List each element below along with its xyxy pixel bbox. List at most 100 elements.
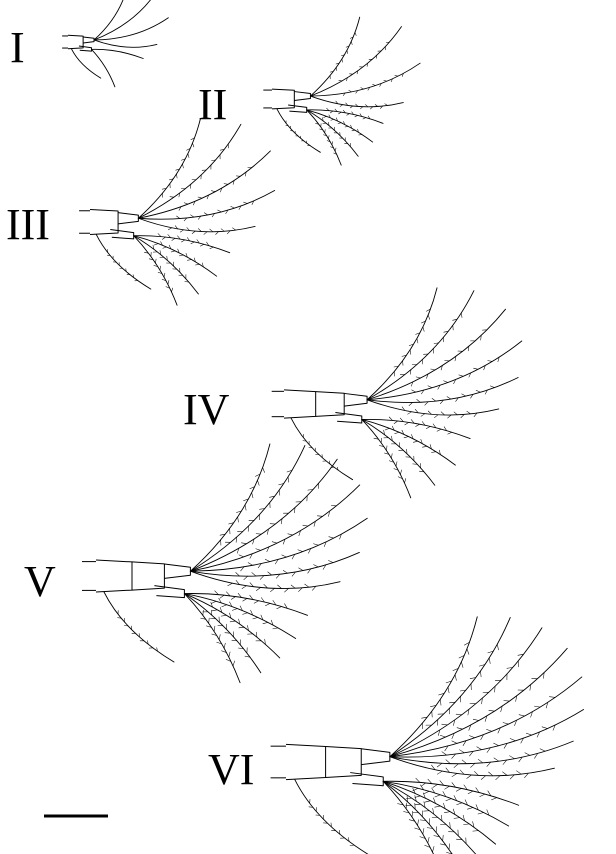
setule [354, 115, 358, 118]
seta [309, 16, 361, 97]
setule [330, 146, 334, 149]
setule [255, 631, 258, 638]
setule [495, 775, 501, 780]
setule [403, 436, 409, 439]
seta [91, 48, 116, 88]
setule [393, 365, 399, 368]
setule [238, 205, 242, 210]
setule [252, 538, 255, 545]
setule [453, 379, 456, 384]
setule [422, 792, 426, 799]
setule [433, 797, 436, 804]
setule [162, 246, 167, 249]
setule [480, 775, 486, 780]
setule [319, 128, 324, 131]
setule [242, 612, 248, 615]
segment-1 [283, 389, 317, 419]
setule [421, 320, 426, 324]
setule [297, 549, 304, 552]
seta [133, 235, 218, 277]
setule [294, 507, 296, 514]
seta [361, 419, 412, 499]
setule [431, 787, 436, 794]
setule [267, 528, 269, 535]
setule [211, 609, 213, 616]
setule [343, 121, 345, 125]
setule [502, 759, 507, 765]
seta [389, 616, 478, 758]
setule [232, 660, 235, 667]
setule [453, 817, 461, 819]
setule [462, 814, 465, 821]
setule [388, 416, 393, 421]
seta [70, 48, 102, 79]
setule [334, 147, 337, 152]
setule [406, 795, 408, 803]
setule [467, 345, 470, 352]
setule [169, 178, 174, 181]
setule [232, 227, 237, 231]
setule [439, 735, 446, 738]
setule [401, 429, 405, 435]
setule [328, 536, 335, 539]
setule [290, 584, 296, 589]
setule [390, 78, 393, 83]
setule [467, 807, 474, 810]
seta [361, 419, 436, 486]
setule [458, 374, 464, 377]
setule [228, 522, 234, 525]
setule [440, 399, 444, 404]
setule [524, 752, 531, 756]
setule [509, 755, 515, 759]
setule [461, 661, 464, 668]
setule [484, 715, 488, 722]
setule [502, 722, 509, 725]
seta [382, 780, 497, 845]
setule [394, 431, 400, 434]
setule [414, 795, 417, 802]
setule [434, 794, 441, 798]
setule [434, 805, 441, 808]
setule [446, 396, 452, 400]
setule [219, 149, 225, 151]
setule [383, 429, 385, 435]
setule [220, 607, 223, 613]
setule [282, 538, 286, 545]
setule [442, 834, 444, 842]
setule [220, 228, 225, 232]
setule [467, 709, 470, 716]
setule [287, 533, 294, 536]
seta [183, 593, 262, 674]
seta [189, 443, 271, 572]
setule [344, 126, 349, 128]
setule [243, 575, 249, 580]
setule [464, 799, 468, 806]
setule [243, 498, 249, 502]
stage-v-appendage [82, 443, 368, 684]
setule [440, 699, 442, 706]
setule [168, 244, 172, 250]
setule [470, 763, 476, 768]
setule [430, 705, 437, 707]
segment-2 [131, 561, 165, 591]
setule [405, 797, 413, 800]
setule [412, 463, 418, 465]
setule [405, 802, 407, 810]
setule [419, 836, 426, 839]
setule [255, 548, 262, 551]
setule [227, 582, 233, 587]
setule [257, 480, 260, 486]
setule [475, 787, 480, 793]
setule [441, 814, 443, 822]
setule [345, 45, 350, 48]
setule [445, 680, 452, 684]
seta [389, 708, 585, 758]
setule [336, 117, 338, 122]
setule [223, 642, 226, 649]
setule [411, 810, 413, 818]
setule [461, 312, 463, 318]
setule [167, 234, 171, 238]
setule [386, 445, 388, 451]
setule [339, 830, 341, 835]
setule [408, 402, 413, 406]
